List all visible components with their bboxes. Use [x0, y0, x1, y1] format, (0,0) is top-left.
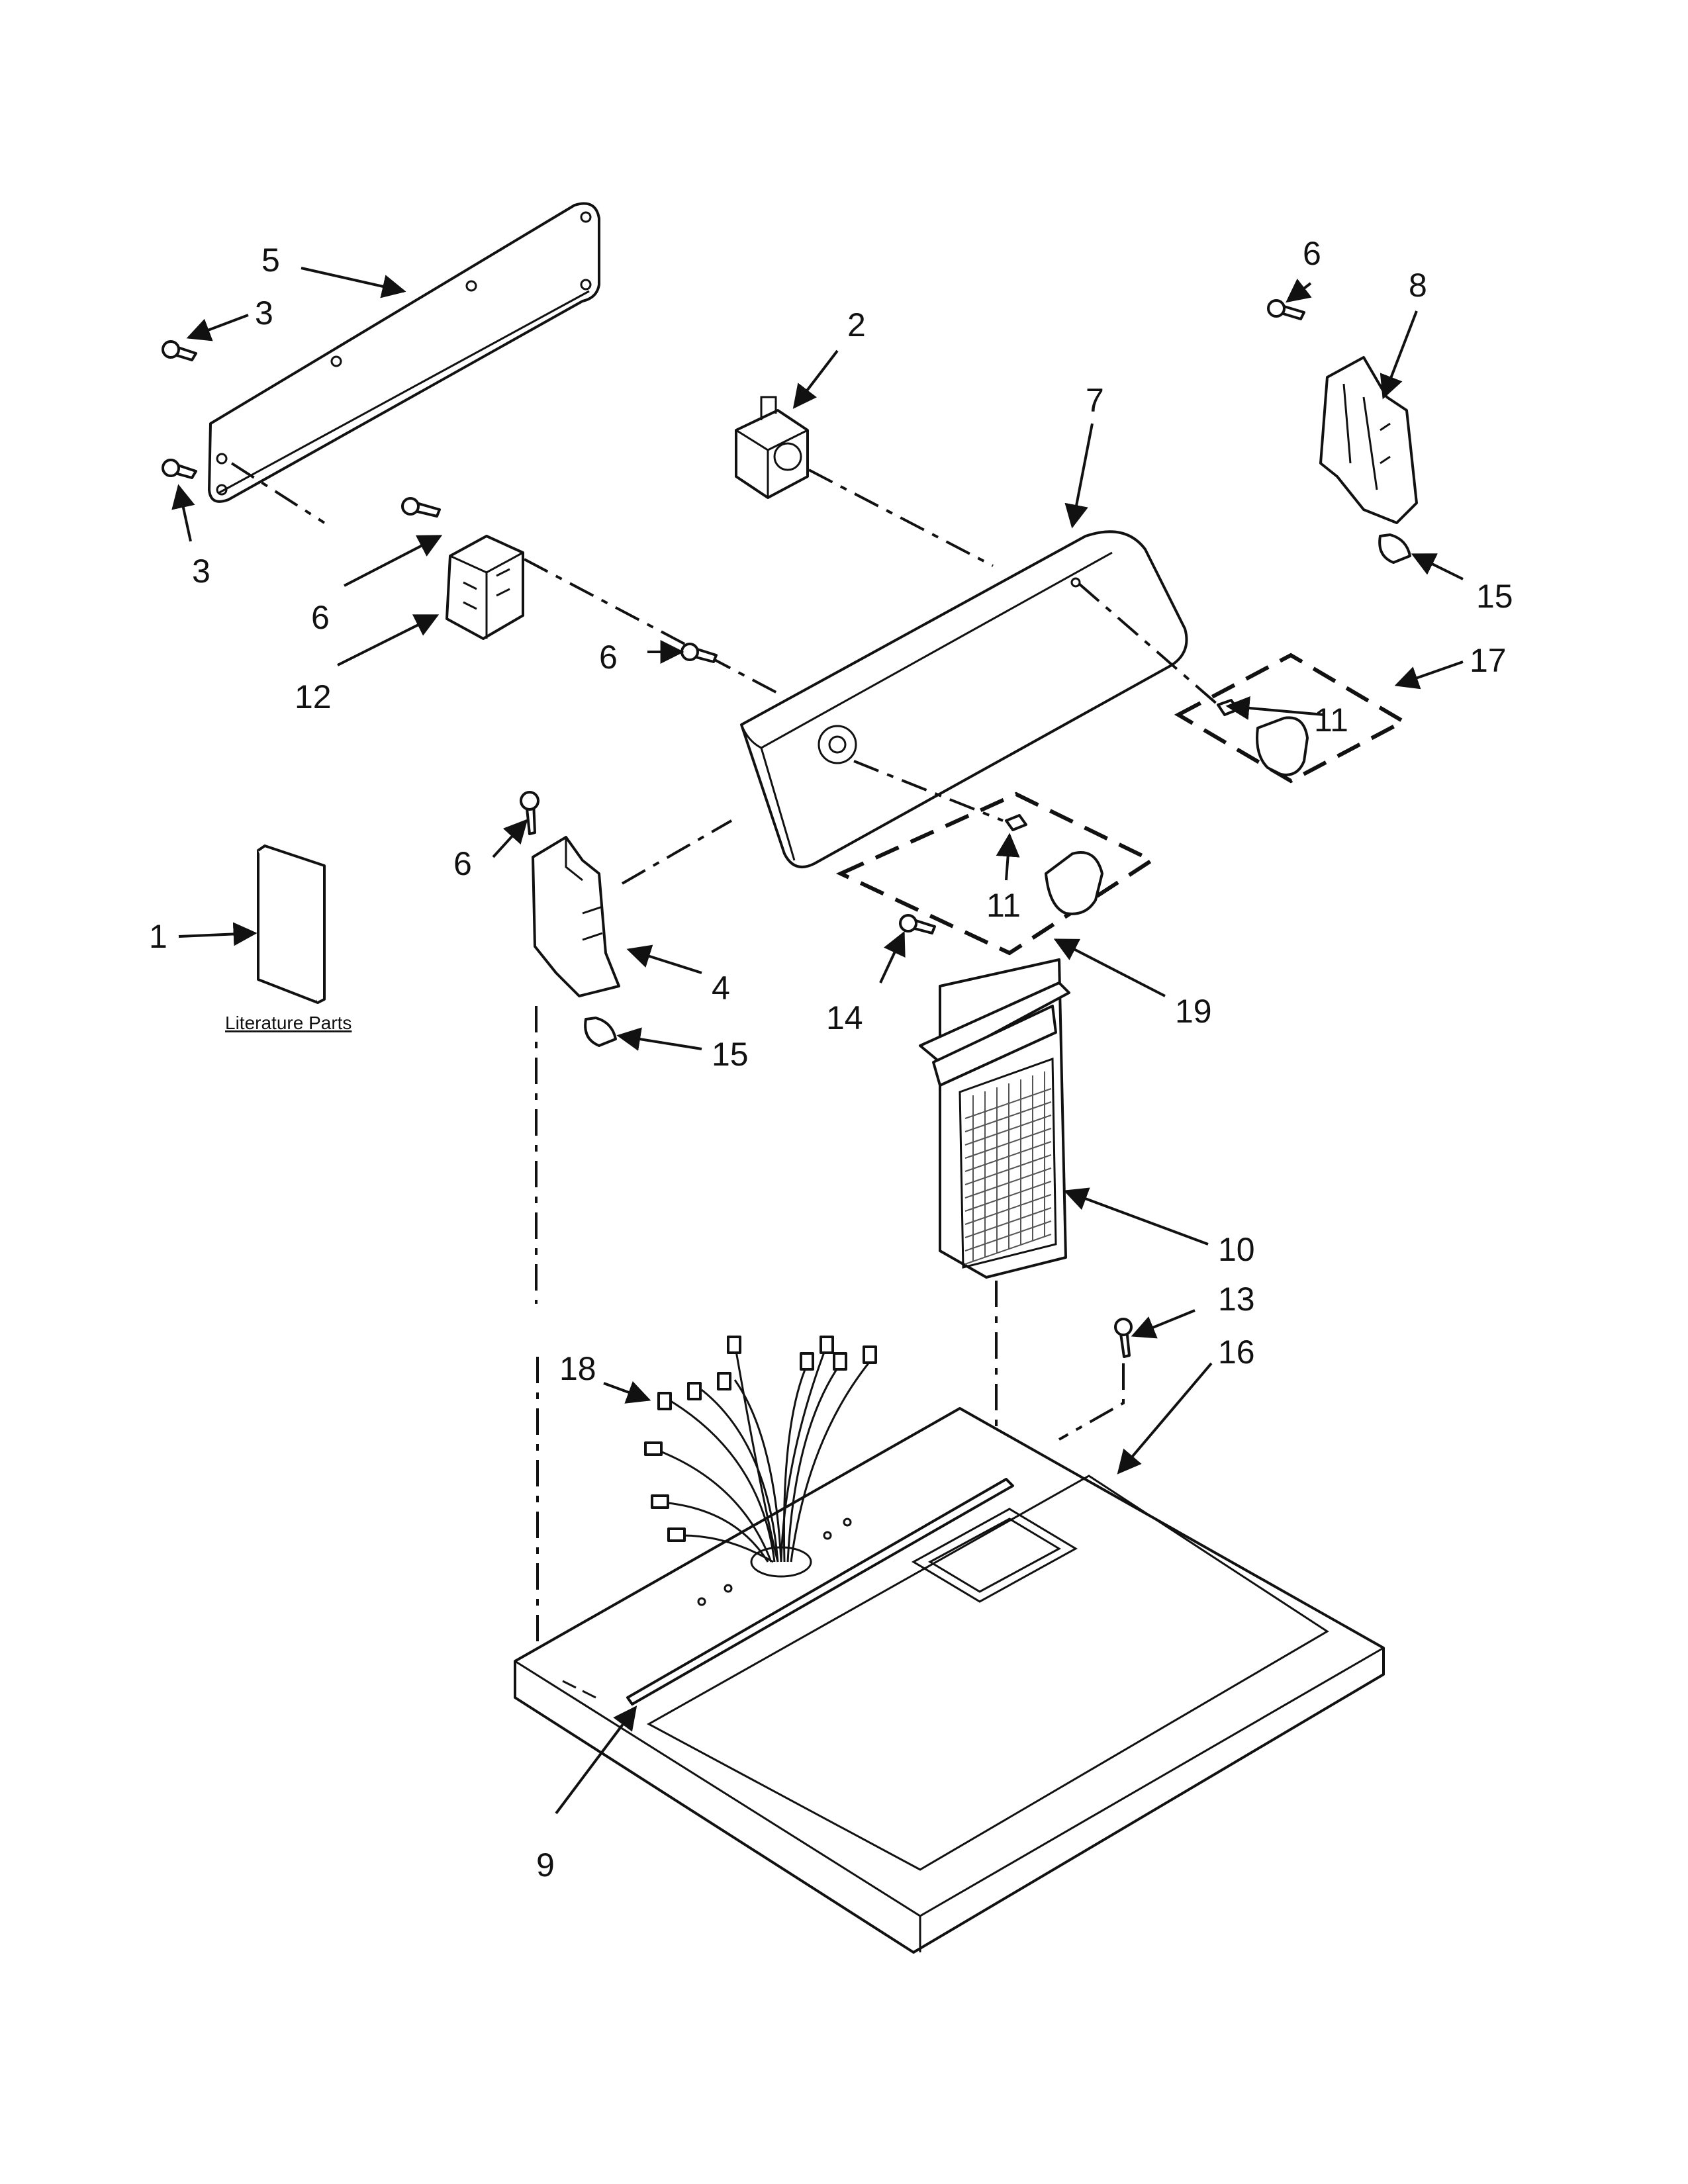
label-part-11-lower: 11 [986, 887, 1021, 924]
label-part-6-middle: 6 [311, 599, 330, 636]
label-part-11-upper: 11 [1314, 702, 1348, 739]
label-part-13: 13 [1218, 1281, 1255, 1318]
clip-part-15-upper [1378, 533, 1411, 564]
label-part-15-upper: 15 [1476, 578, 1513, 615]
rear-panel-part [208, 202, 600, 524]
label-part-16: 16 [1218, 1334, 1255, 1371]
screw-part-6-c [1267, 299, 1305, 320]
label-part-6-center: 6 [599, 639, 618, 676]
label-part-7: 7 [1086, 382, 1104, 419]
lint-screen-part-10 [919, 958, 1070, 1279]
label-part-12: 12 [295, 678, 332, 715]
label-part-3-lower: 3 [192, 553, 211, 590]
knob-kit-part-19 [835, 760, 1156, 956]
screw-part-3-lower [162, 459, 197, 479]
wire-harness-part-18 [644, 1336, 877, 1563]
screw-part-14 [899, 914, 936, 934]
label-part-10: 10 [1218, 1231, 1255, 1268]
label-part-9: 9 [536, 1846, 555, 1884]
label-part-1: 1 [149, 918, 167, 955]
label-part-18: 18 [559, 1350, 596, 1387]
screw-part-6-b [680, 643, 718, 663]
label-part-19: 19 [1175, 993, 1212, 1030]
literature-parts-label: Literature Parts [225, 1013, 352, 1033]
console-part-7 [740, 530, 1188, 868]
literature-part-1 [257, 844, 326, 1004]
timer-part-12 [445, 535, 782, 696]
label-part-2: 2 [847, 306, 866, 343]
leader-lines [171, 267, 1464, 1815]
label-part-6-top-right: 6 [1303, 235, 1321, 272]
top-panel-part-16 [514, 1407, 1385, 1954]
label-part-15-lower: 15 [712, 1036, 749, 1073]
screw-part-6-a [401, 497, 441, 518]
label-part-6-left: 6 [453, 845, 472, 882]
screw-part-6-d [520, 791, 539, 835]
label-part-8: 8 [1409, 267, 1427, 304]
switch-part-2 [735, 396, 994, 567]
screw-part-3-upper [162, 340, 197, 361]
label-part-14: 14 [826, 999, 863, 1036]
label-part-17: 17 [1470, 642, 1507, 679]
clip-part-15-lower [584, 1017, 617, 1047]
label-part-5: 5 [261, 242, 280, 279]
screw-part-13 [1058, 1318, 1133, 1441]
label-part-3-upper: 3 [255, 295, 273, 332]
label-part-4: 4 [712, 970, 730, 1007]
callout-labels: 5 3 3 2 7 6 8 15 17 11 6 12 6 6 1 Litera… [149, 235, 1513, 1884]
bracket-part-4 [532, 819, 732, 1681]
bracket-part-8 [1319, 356, 1418, 524]
